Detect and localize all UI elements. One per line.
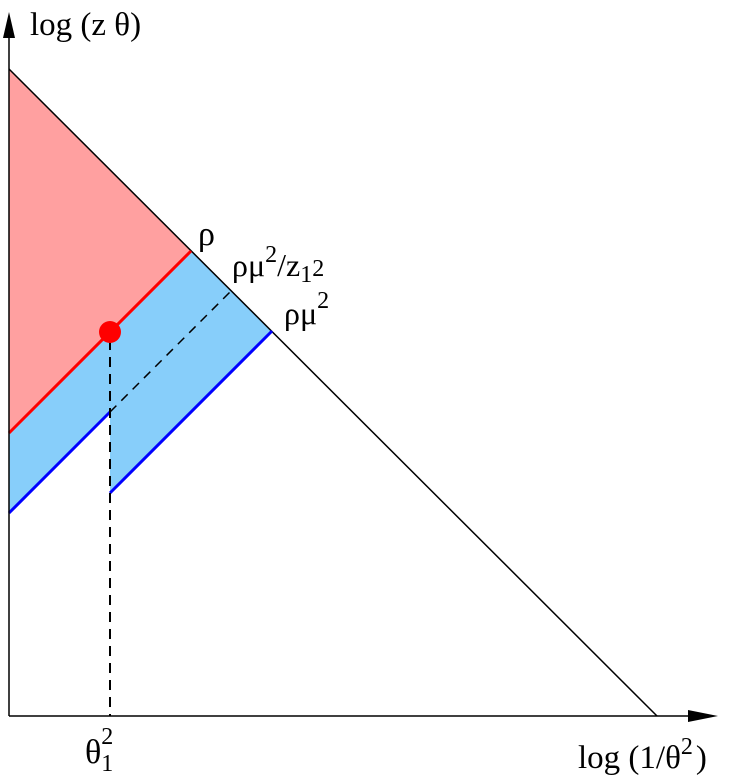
- y-axis-label: log (z θ): [30, 7, 141, 43]
- theta1-squared-label: θ12: [85, 724, 113, 777]
- rho-label: ρ: [198, 216, 215, 253]
- blue-line-left: [7, 410, 112, 515]
- rho-mu2-label: ρμ2: [284, 288, 329, 331]
- red-region: [9, 69, 191, 433]
- y-axis-arrow-icon: [3, 12, 15, 38]
- dashed-diagonal: [109, 289, 233, 413]
- diagonal-line: [8, 68, 658, 717]
- red-line: [7, 249, 193, 435]
- rho-mu2-over-z1-label: ρμ2/z12: [232, 242, 324, 288]
- point-marker: [99, 321, 121, 343]
- blue-line-right: [108, 329, 274, 495]
- x-axis-label: log (1/θ2): [578, 734, 707, 776]
- x-axis-arrow-icon: [688, 710, 718, 722]
